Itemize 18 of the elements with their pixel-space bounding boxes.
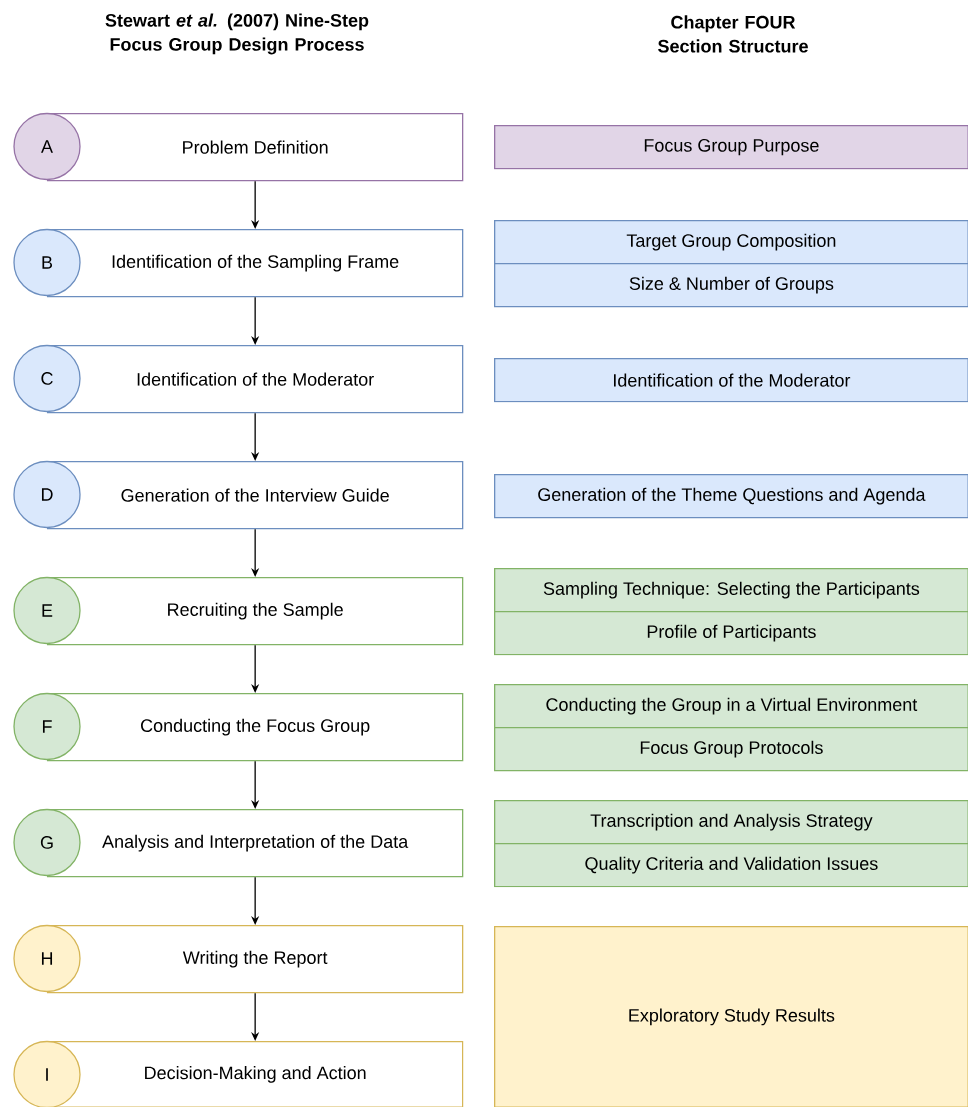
section-box: Target Group Composition	[494, 220, 968, 265]
section-box: Generation of the Theme Questions and Agenda	[494, 474, 968, 519]
section-box: Focus Group Purpose	[494, 124, 968, 170]
heading: Stewart et al. (2007) Nine-Step Focus Group Design Process	[105, 13, 369, 55]
section-box: Conducting the Group in a Virtual Environment	[494, 684, 968, 729]
node-label: Sampling Technique: Selecting the Participants	[543, 581, 920, 599]
node-label: Conducting the Group in a Virtual Environment	[546, 697, 918, 715]
section-box: Sampling Technique: Selecting the Participants	[494, 568, 968, 613]
heading: Chapter FOUR Section Structure	[658, 15, 808, 53]
node-label: Transcription and Analysis Strategy	[590, 813, 873, 831]
section-box: Exploratory Study Results	[494, 926, 968, 1107]
section-box: Profile of Participants	[494, 611, 968, 656]
section-box: Size & Number of Groups	[494, 263, 968, 308]
section-box: Transcription and Analysis Strategy	[494, 800, 968, 845]
node-label: Target Group Composition	[626, 233, 836, 251]
section-box: Quality Criteria and Validation Issues	[494, 843, 968, 888]
section-box: Identification of the Moderator	[494, 358, 968, 403]
section-box: Focus Group Protocols	[494, 727, 968, 772]
